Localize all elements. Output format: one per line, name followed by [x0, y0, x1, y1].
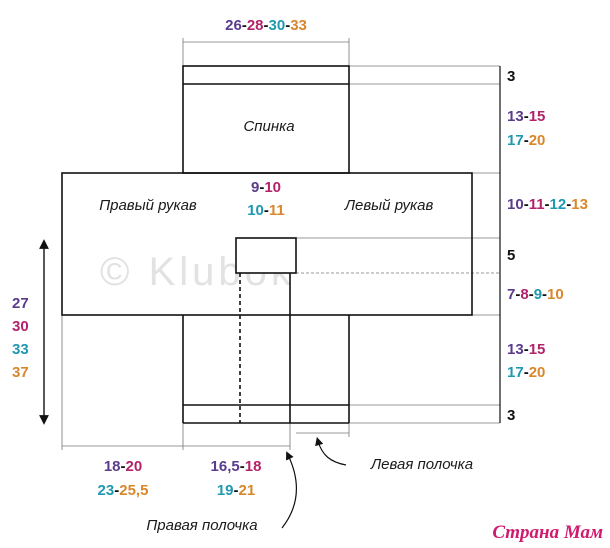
sleeve-center-1: 9-10: [251, 179, 281, 196]
total-length-2: 30: [12, 318, 29, 335]
front-height-1: 13-15: [507, 341, 545, 358]
garment-outline: [61, 65, 473, 424]
sleeve-lower: 7-8-9-10: [507, 286, 564, 303]
back-height-1: 13-15: [507, 108, 545, 125]
neck-opening: [235, 237, 297, 274]
total-length-3: 33: [12, 341, 29, 358]
back-top-band: 3: [507, 68, 515, 85]
front-height-2: 17-20: [507, 364, 545, 381]
total-length-1: 27: [12, 295, 29, 312]
label-right-sleeve: Правый рукав: [99, 197, 197, 214]
label-right-front: Правая полочка: [146, 517, 257, 534]
right-front-pointer: [281, 451, 297, 529]
sleeve-height: 10-11-12-13: [507, 196, 588, 213]
sleeve-width-2: 23-25,5: [98, 482, 149, 499]
back-height-2: 17-20: [507, 132, 545, 149]
total-length-4: 37: [12, 364, 29, 381]
top-width: 26-28-30-33: [225, 17, 307, 34]
front-width-2: 19-21: [217, 482, 255, 499]
logo-text: Страна Мам: [492, 522, 603, 543]
extension-lines: [61, 38, 500, 450]
sleeve-width-1: 18-20: [104, 458, 142, 475]
label-left-front: Левая полочка: [370, 456, 473, 473]
bottom-band: 3: [507, 407, 515, 424]
label-left-sleeve: Левый рукав: [344, 197, 434, 214]
sleeve-center-2: 10-11: [247, 202, 285, 219]
sleeves-panel: [61, 172, 473, 316]
site-logo: Страна Мам: [492, 522, 603, 543]
neck-depth: 5: [507, 247, 515, 264]
left-front-pointer: [315, 436, 347, 466]
front-width-1: 16,5-18: [211, 458, 262, 475]
label-back: Спинка: [243, 118, 294, 135]
